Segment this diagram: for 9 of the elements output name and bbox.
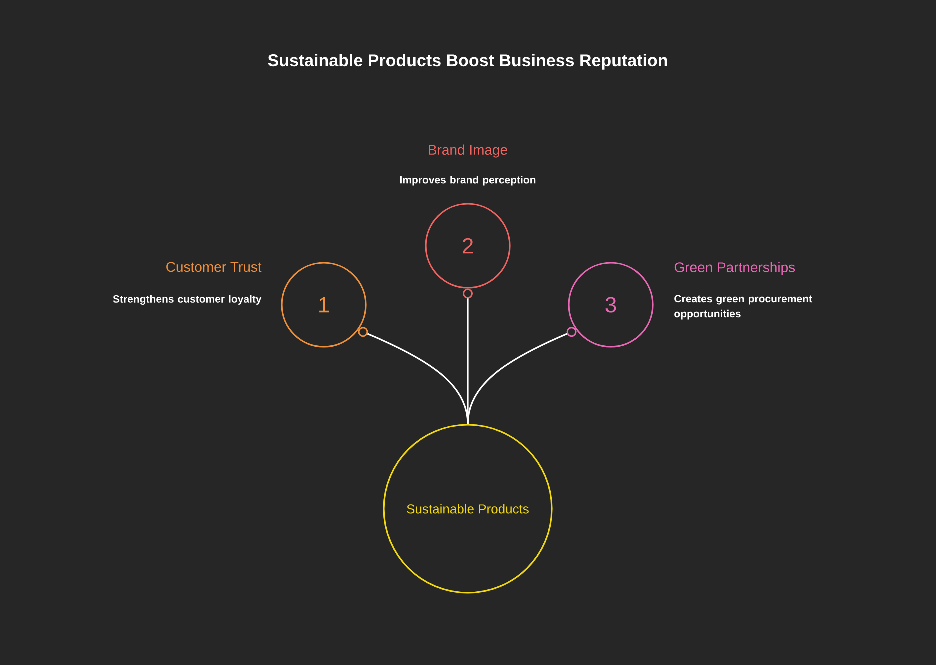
heading-text: Customer Trust [166,262,262,272]
heading-text: Green Partnerships [674,262,796,276]
connector [467,327,577,424]
description-text: Improves brand perception [400,176,536,186]
connector [463,288,473,424]
heading-text: Brand Image [429,144,508,158]
title: Sustainable Products Boost Business Reputation [268,54,668,70]
description-text: Creates green procurement opportunities [674,295,812,320]
description-text: Strengthens customer loyalty [113,295,262,306]
